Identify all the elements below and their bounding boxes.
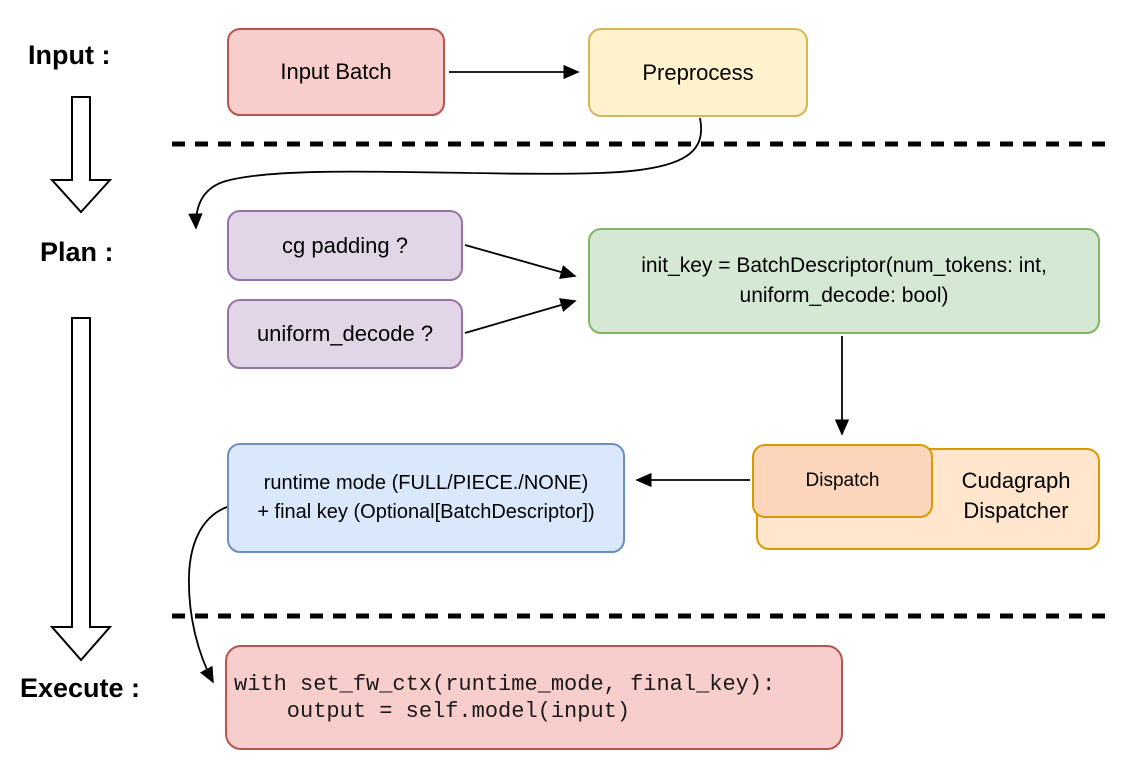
node-init-key-line1: init_key = BatchDescriptor(num_tokens: i… (641, 254, 1047, 277)
stage-label-plan: Plan : (40, 237, 114, 267)
block-arrow-input-to-plan (49, 96, 113, 214)
node-preprocess-label: Preprocess (642, 59, 754, 85)
block-arrow-plan-to-execute (49, 317, 113, 662)
node-init-key-line2: uniform_decode: bool) (739, 284, 949, 307)
node-dispatch-label: Dispatch (805, 470, 880, 492)
node-runtime-mode: runtime mode (FULL/PIECE./NONE) + final … (227, 443, 625, 553)
code-line1: with set_fw_ctx(runtime_mode, final_key)… (234, 671, 776, 697)
arrow-uniformdecode-to-initkey (464, 298, 577, 334)
node-dispatch: Dispatch (752, 444, 933, 518)
arrow-cgpadding-to-initkey (464, 244, 577, 279)
node-input-batch-label: Input Batch (280, 59, 392, 85)
node-preprocess: Preprocess (588, 28, 808, 117)
node-runtime-line1: runtime mode (FULL/PIECE./NONE) (263, 472, 589, 494)
node-cudagraph-dispatcher-label: Cudagraph Dispatcher (930, 466, 1102, 526)
code-line2: output = self.model(input) (234, 698, 631, 724)
stage-label-execute: Execute : (20, 673, 141, 703)
dispatcher-label-line1: Cudagraph (961, 468, 1071, 493)
node-init-key: init_key = BatchDescriptor(num_tokens: i… (588, 228, 1100, 334)
node-execute-code: with set_fw_ctx(runtime_mode, final_key)… (225, 645, 843, 750)
node-cg-padding: cg padding ? (227, 210, 463, 281)
node-uniform-decode: uniform_decode ? (227, 299, 463, 369)
node-input-batch: Input Batch (227, 28, 445, 116)
node-runtime-line2: + final key (Optional[BatchDescriptor]) (257, 501, 595, 523)
node-cg-padding-label: cg padding ? (282, 232, 408, 258)
stage-label-input: Input : (28, 40, 111, 70)
curve-runtime-to-code (188, 505, 231, 684)
dispatcher-label-line2: Dispatcher (963, 498, 1069, 523)
node-uniform-decode-label: uniform_decode ? (256, 321, 434, 347)
curve-preprocess-to-cgpadding (188, 117, 702, 230)
